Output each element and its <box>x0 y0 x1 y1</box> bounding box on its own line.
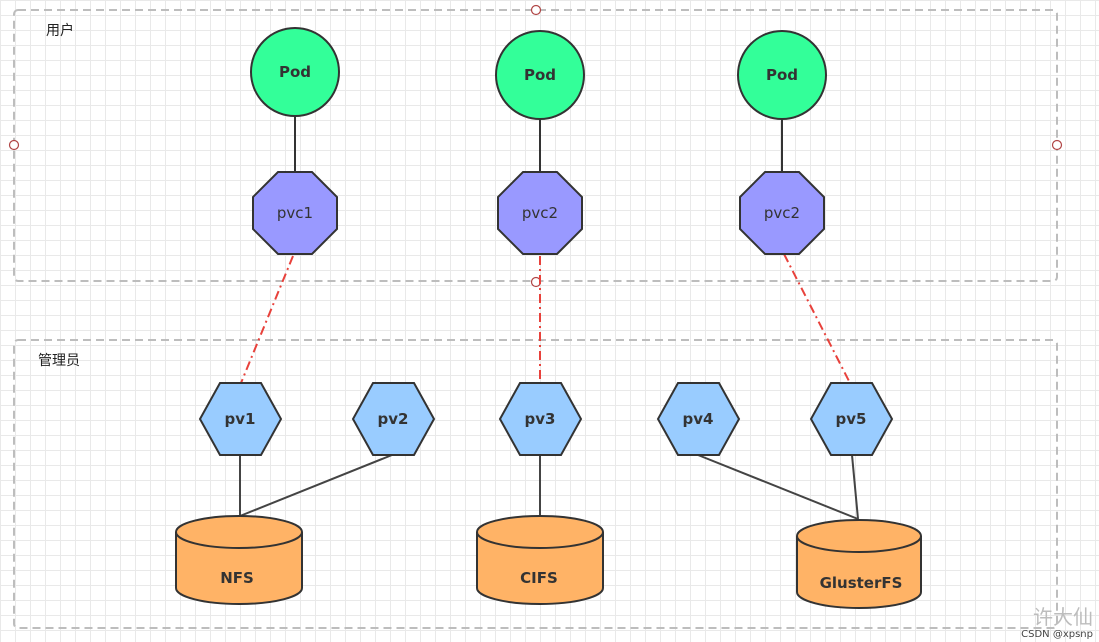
pv-node[interactable]: pv1 <box>198 382 283 456</box>
watermark-text: 许大仙 <box>1033 605 1093 629</box>
storage-node[interactable]: CIFS <box>476 515 604 605</box>
pv-label: pv5 <box>836 410 867 428</box>
watermark-sub: CSDN @xpsnp <box>1021 629 1093 640</box>
resize-handle-left[interactable] <box>8 139 20 151</box>
resize-handle-right[interactable] <box>1051 139 1063 151</box>
pvc-node[interactable]: pvc2 <box>739 171 825 255</box>
pv4-glusterfs-line <box>697 454 859 520</box>
pod-label: Pod <box>766 66 798 84</box>
resize-handle-top[interactable] <box>530 4 542 16</box>
pvc-label: pvc2 <box>522 204 558 222</box>
pod-node[interactable]: Pod <box>737 30 827 120</box>
storage-node[interactable]: NFS <box>175 515 303 605</box>
pod-label: Pod <box>279 63 311 81</box>
pv-label: pv3 <box>525 410 556 428</box>
pvc1-pv1-binding <box>240 255 294 384</box>
admin-group-label: 管理员 <box>38 353 80 369</box>
pv-node[interactable]: pv4 <box>656 382 741 456</box>
pod-node[interactable]: Pod <box>495 30 585 120</box>
storage-label: CIFS <box>520 569 558 587</box>
storage-label: GlusterFS <box>820 574 903 592</box>
pv-label: pv1 <box>225 410 256 428</box>
pv5-glusterfs-line <box>851 454 859 520</box>
pvc-node[interactable]: pvc2 <box>497 171 583 255</box>
pvc3-pv5-binding <box>783 253 851 384</box>
pv-label: pv2 <box>378 410 409 428</box>
pv-node[interactable]: pv5 <box>809 382 894 456</box>
pv-node[interactable]: pv2 <box>351 382 436 456</box>
pvc-label: pvc1 <box>277 204 313 222</box>
pv2-nfs-line <box>239 454 393 517</box>
pvc-label: pvc2 <box>764 204 800 222</box>
storage-label: NFS <box>220 569 254 587</box>
pv-node[interactable]: pv3 <box>498 382 583 456</box>
storage-node[interactable]: GlusterFS <box>796 519 922 609</box>
pod-label: Pod <box>524 66 556 84</box>
pvc-node[interactable]: pvc1 <box>252 171 338 255</box>
user-group-label: 用户 <box>46 22 74 39</box>
pod-node[interactable]: Pod <box>250 27 340 117</box>
pv-label: pv4 <box>683 410 714 428</box>
